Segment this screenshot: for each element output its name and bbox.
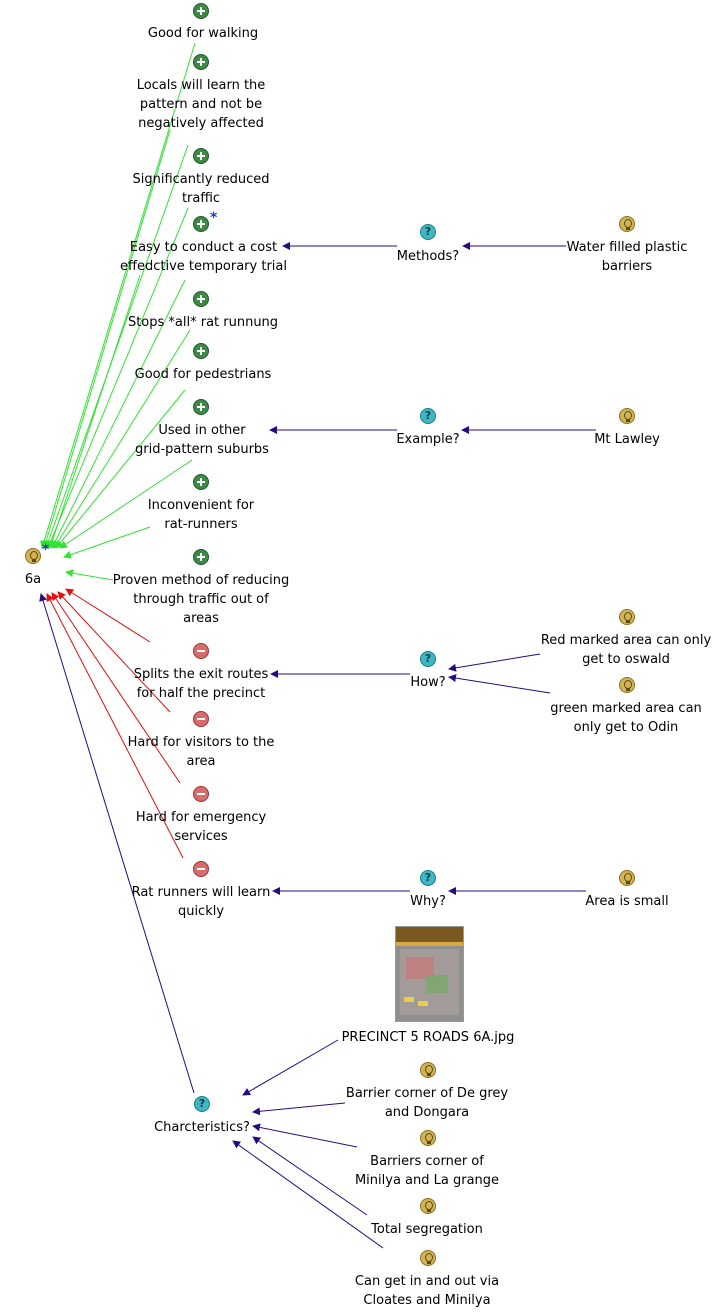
question-how[interactable]: How? (410, 675, 446, 690)
root-marker: * (42, 542, 50, 558)
link-emergency (51, 592, 181, 784)
question-methods[interactable]: Methods? (396, 249, 460, 264)
pro-pedestrians[interactable]: Good for pedestrians (134, 367, 272, 382)
pro-marker: * (210, 210, 218, 226)
link-inconvenient-1 (59, 459, 193, 549)
con-splits-routes[interactable]: Splits the exit routes for half the prec… (133, 667, 269, 701)
root-lightbulb-icon[interactable] (25, 548, 41, 564)
minus-icon[interactable] (193, 861, 209, 877)
link-characteristics (39, 593, 195, 1094)
link-rat-learn (46, 593, 184, 859)
image-filename[interactable]: PRECINCT 5 ROADS 6A.jpg (341, 1030, 515, 1045)
link-easy-trial (46, 207, 189, 549)
idea-area-small[interactable]: Area is small (585, 894, 669, 909)
link-trial-lower (48, 274, 141, 549)
con-rat-runners-learn[interactable]: Rat runners will learn quickly (131, 885, 271, 919)
idea-green-area[interactable]: green marked area can only get to Odin (550, 701, 702, 735)
link-good-walking (40, 42, 196, 549)
link-reduced-traffic (44, 144, 189, 549)
minus-icon[interactable] (193, 643, 209, 659)
pro-good-walking[interactable]: Good for walking (147, 26, 259, 41)
link-red-area (448, 653, 541, 672)
link-green-area (448, 674, 551, 694)
plus-icon[interactable] (193, 343, 209, 359)
question-example[interactable]: Example? (396, 432, 460, 447)
question-icon[interactable]: ? (420, 408, 436, 424)
idea-total-segregation[interactable]: Total segregation (371, 1222, 483, 1237)
idea-barrier-degrey[interactable]: Barrier corner of De grey and Dongara (345, 1086, 509, 1120)
question-icon[interactable]: ? (194, 1096, 210, 1112)
plus-icon[interactable] (193, 474, 209, 490)
lightbulb-icon[interactable] (420, 1198, 436, 1214)
plus-icon[interactable] (193, 3, 209, 19)
link-locals-learn (42, 129, 171, 549)
idea-barriers-minilya[interactable]: Barriers corner of Minilya and La grange (354, 1154, 500, 1188)
con-hard-visitors[interactable]: Hard for visitors to the area (127, 735, 275, 769)
plus-icon[interactable] (193, 148, 209, 164)
minus-icon[interactable] (193, 711, 209, 727)
pro-stops-all[interactable]: Stops *all* rat runnung (127, 315, 279, 330)
lightbulb-icon[interactable] (420, 1130, 436, 1146)
link-inconvenient-2 (63, 526, 151, 559)
precinct-map-thumbnail[interactable] (395, 926, 464, 1022)
link-stops-all (51, 279, 186, 549)
lightbulb-icon[interactable] (619, 609, 635, 625)
question-characteristics[interactable]: Charcteristics? (154, 1120, 250, 1135)
idea-red-area[interactable]: Red marked area can only get to oswald (540, 633, 712, 667)
idea-get-in-out[interactable]: Can get in and out via Cloates and Minil… (354, 1274, 500, 1308)
lightbulb-icon[interactable] (619, 216, 635, 232)
idea-mt-lawley[interactable]: Mt Lawley (594, 432, 660, 447)
link-proven (65, 569, 114, 581)
question-icon[interactable]: ? (420, 224, 436, 240)
idea-water-barriers[interactable]: Water filled plastic barriers (566, 240, 688, 274)
plus-icon[interactable] (193, 549, 209, 565)
link-pedestrians (53, 329, 191, 549)
question-why[interactable]: Why? (410, 894, 446, 909)
link-degrey (252, 1102, 346, 1116)
pro-used-other[interactable]: Used in other grid-pattern suburbs (135, 423, 269, 457)
plus-icon[interactable] (193, 399, 209, 415)
minus-icon[interactable] (193, 786, 209, 802)
lightbulb-icon[interactable] (420, 1250, 436, 1266)
pro-easy-trial[interactable]: Easy to conduct a cost effedctive tempor… (120, 240, 287, 274)
link-segregation (252, 1136, 368, 1216)
lightbulb-icon[interactable] (420, 1062, 436, 1078)
link-splits (65, 588, 151, 643)
pro-reduced-traffic[interactable]: Significantly reduced traffic (132, 172, 270, 206)
link-get-in-out (232, 1140, 384, 1249)
root-label[interactable]: 6a (24, 572, 42, 587)
question-icon[interactable]: ? (420, 651, 436, 667)
pro-inconvenient[interactable]: Inconvenient for rat-runners (147, 498, 255, 532)
plus-icon[interactable] (193, 291, 209, 307)
plus-icon[interactable] (193, 216, 209, 232)
lightbulb-icon[interactable] (619, 408, 635, 424)
lightbulb-icon[interactable] (619, 870, 635, 886)
pro-locals-learn[interactable]: Locals will learn the pattern and not be… (136, 78, 266, 131)
link-image (242, 1039, 339, 1096)
link-minilya (252, 1123, 358, 1148)
pro-proven-method[interactable]: Proven method of reducing through traffi… (112, 573, 290, 626)
question-icon[interactable]: ? (420, 870, 436, 886)
con-hard-emergency[interactable]: Hard for emergency services (135, 810, 267, 844)
lightbulb-icon[interactable] (619, 677, 635, 693)
link-visitors (57, 591, 171, 713)
link-used-other (55, 389, 186, 549)
plus-icon[interactable] (193, 54, 209, 70)
